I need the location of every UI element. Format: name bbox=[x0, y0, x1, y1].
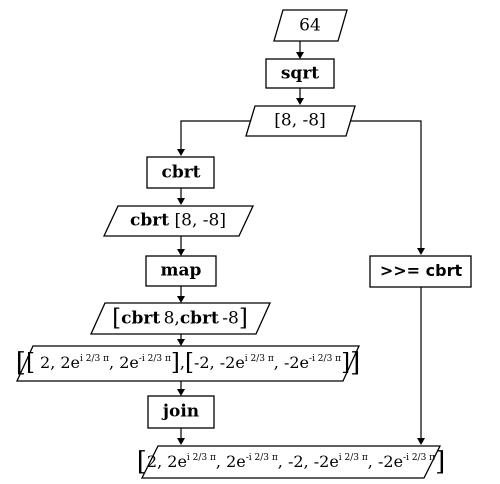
arrowhead bbox=[296, 52, 304, 59]
arrowhead bbox=[177, 296, 185, 303]
arrowhead bbox=[177, 389, 185, 396]
cbrt-arg: [8, -8] bbox=[174, 210, 226, 231]
node-final-label: [2, 2ei 2/3 π, 2e-i 2/3 π, -2, -2ei 2/3 … bbox=[136, 447, 446, 477]
final-open: [ bbox=[136, 447, 147, 477]
final-v1: 2 bbox=[146, 452, 158, 471]
map-close: ] bbox=[238, 305, 248, 332]
node-join-label: join bbox=[162, 401, 200, 422]
map-arg2: -8 bbox=[222, 308, 239, 329]
map-open: [ bbox=[112, 305, 122, 332]
node-64-label: 64 bbox=[299, 15, 321, 36]
edge-out-cbrt bbox=[180, 120, 256, 150]
final-v6: -2e bbox=[377, 452, 404, 471]
arrowhead bbox=[417, 438, 425, 445]
nested-g1-v1: 2 bbox=[40, 353, 51, 372]
node-nested-shape bbox=[15, 345, 361, 382]
node-bind-shape bbox=[369, 255, 472, 288]
nested-g2-v1: -2 bbox=[193, 353, 210, 372]
nested-g1-open: [ bbox=[25, 350, 35, 376]
map-arg1: 8 bbox=[163, 308, 175, 329]
node-cbrt-out-label: cbrt [8, -8] bbox=[130, 210, 226, 231]
nested-g2-v3: -2e bbox=[283, 353, 310, 372]
node-map-out-shape bbox=[89, 302, 272, 335]
arrowhead bbox=[177, 249, 185, 256]
shapes bbox=[15, 9, 472, 479]
node-map-out-label: [cbrt 8,cbrt -8] bbox=[112, 305, 248, 332]
edges bbox=[177, 41, 425, 445]
arrowhead bbox=[417, 248, 425, 255]
node-nested-label: [[ 2, 2ei 2/3 π, 2e-i 2/3 π],[-2, -2ei 2… bbox=[15, 348, 361, 378]
node-map-label: map bbox=[160, 260, 202, 281]
nested-g2-close: ] bbox=[341, 350, 351, 376]
map-sep: , bbox=[174, 308, 180, 329]
node-bind-label: >>= cbrt bbox=[379, 261, 463, 280]
node-sqrt-label: sqrt bbox=[280, 63, 320, 84]
arrowhead bbox=[177, 149, 185, 156]
nested-g2-v2: -2e bbox=[219, 353, 245, 372]
node-join-shape bbox=[147, 395, 215, 429]
map-fn1: cbrt bbox=[121, 308, 161, 329]
edge-out-bind bbox=[346, 120, 422, 249]
final-v6-exp: -i 2/3 π bbox=[403, 453, 436, 463]
nested-g1-close: ] bbox=[170, 350, 180, 376]
final-v2: 2e bbox=[167, 452, 187, 471]
cbrt-fn: cbrt bbox=[130, 210, 170, 231]
final-v3-exp: -i 2/3 π bbox=[245, 453, 278, 463]
map-fn2: cbrt bbox=[179, 308, 219, 329]
final-v5: -2e bbox=[313, 452, 339, 471]
arrowhead bbox=[177, 438, 185, 445]
nested-outer-open: [ bbox=[15, 348, 26, 378]
nested-g2-v2-exp: i 2/3 π bbox=[244, 354, 274, 364]
nested-g1-v2-exp: i 2/3 π bbox=[80, 354, 110, 364]
nested-g1-v3: 2e bbox=[119, 353, 139, 372]
node-cbrt-out-shape bbox=[102, 205, 255, 237]
final-v2-exp: i 2/3 π bbox=[186, 453, 216, 463]
final-v3: 2e bbox=[226, 452, 246, 471]
final-v4: -2 bbox=[287, 452, 304, 471]
node-final-shape bbox=[140, 445, 442, 479]
node-cbrt-shape bbox=[146, 156, 215, 189]
node-map-shape bbox=[145, 255, 217, 287]
final-v5-exp: i 2/3 π bbox=[338, 453, 368, 463]
node-cbrt-label: cbrt bbox=[161, 162, 201, 183]
node-sqrt-out-shape bbox=[245, 105, 356, 137]
node-64-shape bbox=[273, 9, 348, 42]
nested-g1-v2: 2e bbox=[60, 353, 81, 372]
nested-g1-v3-exp: -i 2/3 π bbox=[138, 354, 171, 364]
arrowhead bbox=[177, 339, 185, 346]
arrowhead bbox=[296, 98, 304, 105]
node-sqrt-shape bbox=[265, 58, 335, 89]
final-close: ] bbox=[435, 447, 446, 477]
nested-g2-open: [ bbox=[184, 350, 194, 376]
nested-outer-close: ] bbox=[350, 348, 361, 378]
nested-sep: , bbox=[179, 353, 185, 372]
arrowhead bbox=[177, 198, 185, 205]
nested-g2-v3-exp: -i 2/3 π bbox=[309, 354, 342, 364]
node-sqrt-out-label: [8, -8] bbox=[274, 110, 326, 131]
